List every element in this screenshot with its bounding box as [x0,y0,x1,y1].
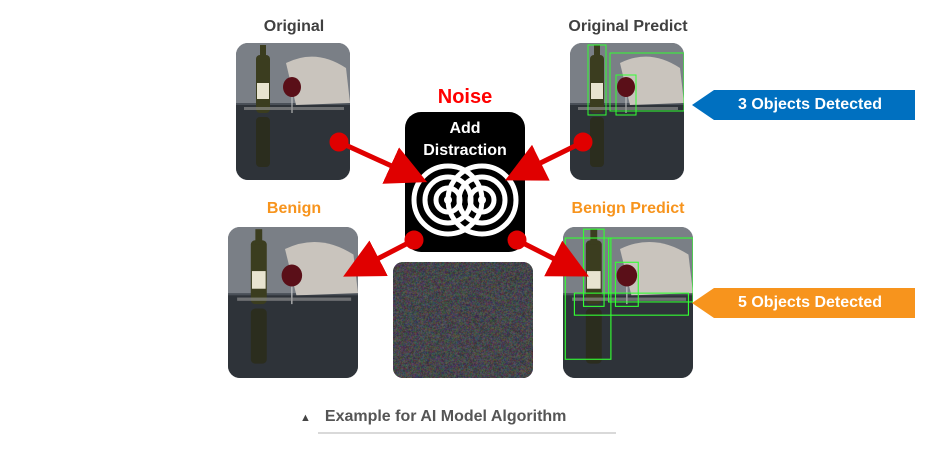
benign-detected-banner: 5 Objects Detected [692,288,915,318]
caption-text: Example for AI Model Algorithm [325,408,567,425]
arrow-noise-to-benign [352,240,414,272]
caption: ▲ Example for AI Model Algorithm [300,408,566,426]
arrow-original-predict-to-noise [514,142,583,176]
arrow-original-to-noise [339,142,418,178]
arrow-noise-to-benign-predict [517,240,580,272]
caption-underline [318,432,616,434]
original-detected-banner: 3 Objects Detected [692,90,915,120]
triangle-up-icon: ▲ [300,412,311,424]
